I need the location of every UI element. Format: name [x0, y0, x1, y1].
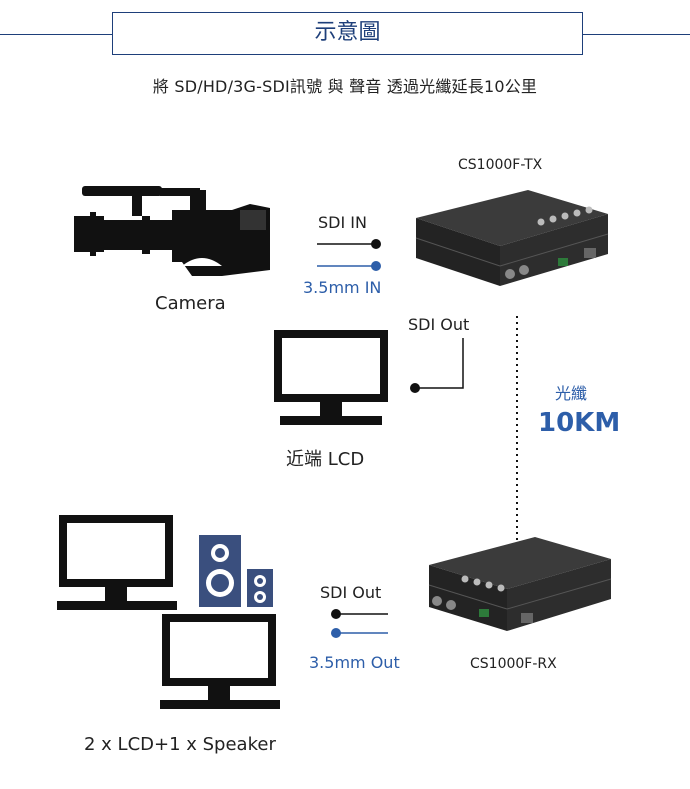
camera-icon — [74, 186, 270, 276]
rx-device-name: CS1000F-RX — [470, 656, 557, 672]
audio-in-connector — [317, 261, 381, 271]
title-rule-right — [583, 34, 690, 35]
audio-in-label: 3.5mm IN — [303, 278, 382, 297]
local-monitor-icon — [274, 330, 388, 425]
rx-sdi-out-label: SDI Out — [320, 583, 382, 602]
speaker-icon — [199, 535, 273, 607]
tx-sdi-out-label: SDI Out — [408, 315, 470, 334]
remote-monitor-1-icon — [57, 515, 177, 610]
page-title: 示意圖 — [112, 12, 583, 55]
fiber-label: 光纖 — [555, 384, 588, 403]
sdi-in-connector — [317, 239, 381, 249]
subtitle: 將 SD/HD/3G-SDI訊號 與 聲音 透過光纖延長10公里 — [152, 77, 538, 96]
tx-sdi-out-connector — [410, 338, 464, 393]
rx-audio-out-connector — [331, 628, 388, 638]
fiber-line — [516, 316, 518, 564]
fiber-distance: 10KM — [538, 408, 621, 438]
local-lcd-label: 近端 LCD — [286, 449, 365, 470]
rx-sdi-out-connector — [331, 609, 388, 619]
tx-device-icon — [415, 190, 609, 286]
rx-audio-out-label: 3.5mm Out — [309, 653, 400, 672]
remote-devices-label: 2 x LCD+1 x Speaker — [84, 734, 276, 755]
title-rule-left — [0, 34, 112, 35]
tx-device-name: CS1000F-TX — [458, 157, 543, 173]
remote-monitor-2-icon — [160, 614, 280, 709]
camera-label: Camera — [155, 293, 226, 314]
sdi-in-label: SDI IN — [318, 213, 367, 232]
rx-device-icon — [428, 537, 612, 631]
